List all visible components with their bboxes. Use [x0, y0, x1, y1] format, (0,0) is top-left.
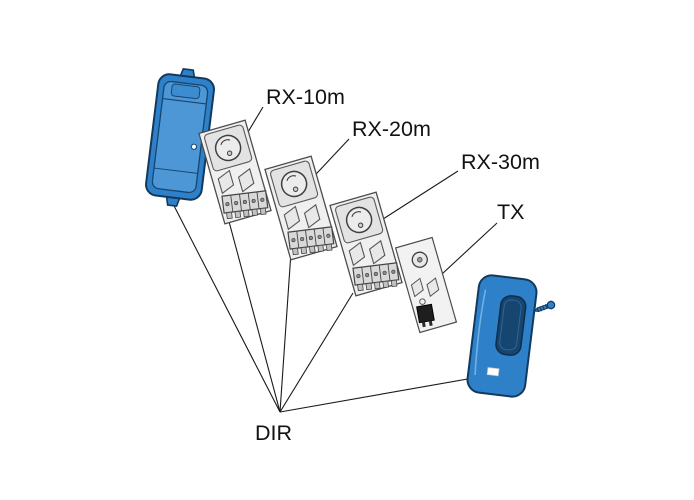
- label-rx-30m: RX-30m: [461, 150, 540, 174]
- rx-10m-board-icon: [198, 119, 273, 227]
- fixing-screw-icon: [533, 300, 556, 313]
- label-dir: DIR: [255, 421, 292, 445]
- label-tx: TX: [497, 200, 524, 224]
- rx-30m-board-icon: [329, 191, 404, 299]
- tx-board-icon: [394, 236, 458, 334]
- label-rx-20m: RX-20m: [352, 117, 431, 141]
- photocell-rear-housing-icon: [145, 68, 215, 207]
- photocell-front-cover-icon: [466, 274, 538, 398]
- dir-leader-lines: [169, 197, 497, 413]
- rx-20m-board-icon: [264, 155, 339, 263]
- label-rx-10m: RX-10m: [266, 85, 345, 109]
